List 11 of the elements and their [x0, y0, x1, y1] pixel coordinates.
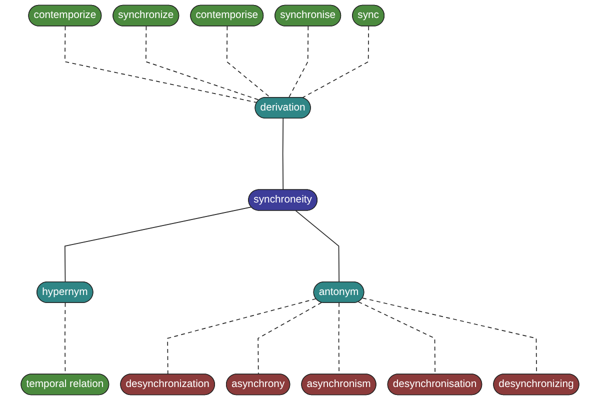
connector: [258, 302, 322, 375]
connector: [358, 301, 436, 375]
connector: [145, 26, 260, 100]
connector: [302, 26, 370, 98]
connector: [64, 26, 258, 104]
connector: [288, 26, 309, 98]
connector: [295, 210, 340, 283]
connector: [282, 118, 284, 190]
connector: [167, 298, 316, 375]
connector: [64, 206, 252, 283]
connector: [226, 26, 271, 98]
